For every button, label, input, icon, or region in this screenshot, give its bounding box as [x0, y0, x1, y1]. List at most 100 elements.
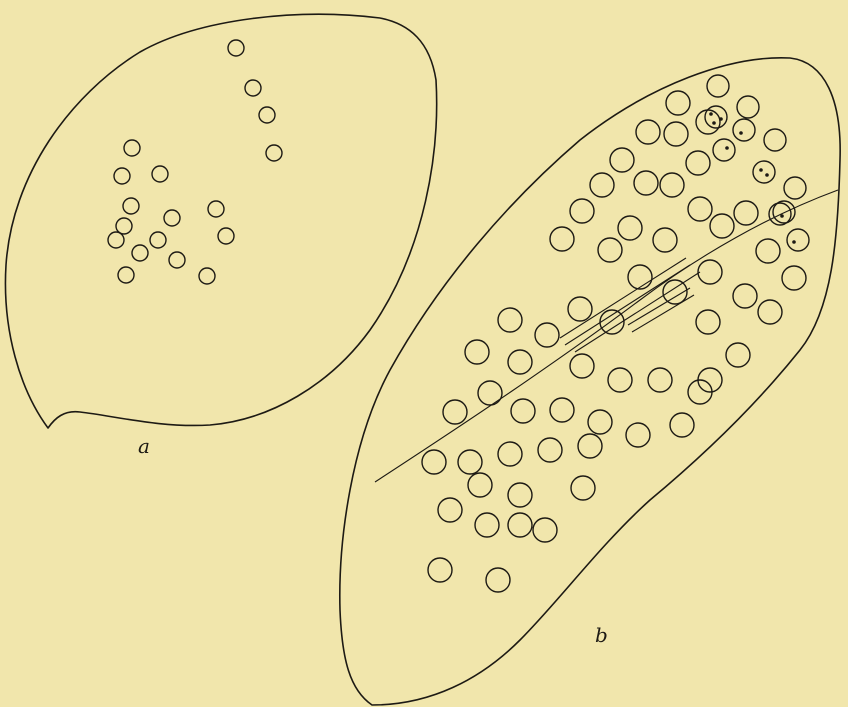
nucleus-dot [725, 146, 729, 150]
small-cell [228, 40, 244, 56]
cell [626, 423, 650, 447]
nucleus-dot [739, 131, 743, 135]
cell [458, 450, 482, 474]
small-cell [245, 80, 261, 96]
nucleated-cell [705, 106, 727, 128]
small-cell [123, 198, 139, 214]
cell [428, 558, 452, 582]
small-cell [118, 267, 134, 283]
panel-b-label: b [595, 623, 608, 647]
cell [710, 214, 734, 238]
cell [498, 442, 522, 466]
cell [443, 400, 467, 424]
cell [508, 350, 532, 374]
cell [570, 354, 594, 378]
panel-a-outline [5, 14, 436, 428]
cell [511, 399, 535, 423]
small-cell [132, 245, 148, 261]
small-cell [152, 166, 168, 182]
cell [498, 308, 522, 332]
cell [590, 173, 614, 197]
cell [653, 228, 677, 252]
cell [550, 227, 574, 251]
nucleated-cell [713, 139, 735, 161]
cell [758, 300, 782, 324]
cell [533, 518, 557, 542]
small-cell [266, 145, 282, 161]
cell [634, 171, 658, 195]
cell [734, 201, 758, 225]
cell [696, 310, 720, 334]
small-cell [164, 210, 180, 226]
cell [598, 238, 622, 262]
cell [508, 483, 532, 507]
cell [670, 413, 694, 437]
panel-b-dividing-line [375, 190, 838, 482]
cell [571, 476, 595, 500]
cell [664, 122, 688, 146]
cell [600, 310, 624, 334]
nucleated-cell [733, 119, 755, 141]
panel-b-outline [340, 58, 840, 705]
cell [538, 438, 562, 462]
cell [550, 398, 574, 422]
cell [588, 410, 612, 434]
nucleus-dot [792, 240, 796, 244]
cell [666, 91, 690, 115]
nucleated-cell [784, 177, 806, 199]
cell [475, 513, 499, 537]
cell [478, 381, 502, 405]
cell [686, 151, 710, 175]
cell [618, 216, 642, 240]
small-cell [259, 107, 275, 123]
cell [726, 343, 750, 367]
cell [608, 368, 632, 392]
cell [688, 197, 712, 221]
cell [698, 260, 722, 284]
small-cell [124, 140, 140, 156]
cell [610, 148, 634, 172]
small-cell [114, 168, 130, 184]
cell [568, 297, 592, 321]
small-cell [208, 201, 224, 217]
cell [465, 340, 489, 364]
nucleus-dot [759, 168, 763, 172]
small-cell [116, 218, 132, 234]
panel-b: b [340, 58, 840, 705]
cell [486, 568, 510, 592]
panel-a: a [5, 14, 436, 458]
nucleus-dot [712, 121, 716, 125]
panel-b-cells [422, 75, 809, 592]
nucleated-cell [737, 96, 759, 118]
cell [696, 110, 720, 134]
small-cell [108, 232, 124, 248]
panel-a-cells [108, 40, 282, 284]
cell [570, 199, 594, 223]
panel-b-spindle-lines [560, 258, 700, 352]
nucleus-dot [765, 173, 769, 177]
nucleated-cell [753, 161, 775, 183]
small-cell [199, 268, 215, 284]
cell [756, 239, 780, 263]
panel-a-label: a [138, 434, 150, 458]
cell [508, 513, 532, 537]
cell [468, 473, 492, 497]
small-cell [150, 232, 166, 248]
cell [782, 266, 806, 290]
nucleated-cell [707, 75, 729, 97]
nucleus-dot [709, 112, 713, 116]
cell [648, 368, 672, 392]
nucleated-cell [787, 229, 809, 251]
cell [422, 450, 446, 474]
cell [636, 120, 660, 144]
nucleus-dot [780, 214, 784, 218]
nucleated-cell [764, 129, 786, 151]
cell [733, 284, 757, 308]
cell [535, 323, 559, 347]
small-cell [218, 228, 234, 244]
nucleus-dot [719, 117, 723, 121]
cell [578, 434, 602, 458]
small-cell [169, 252, 185, 268]
cell [438, 498, 462, 522]
